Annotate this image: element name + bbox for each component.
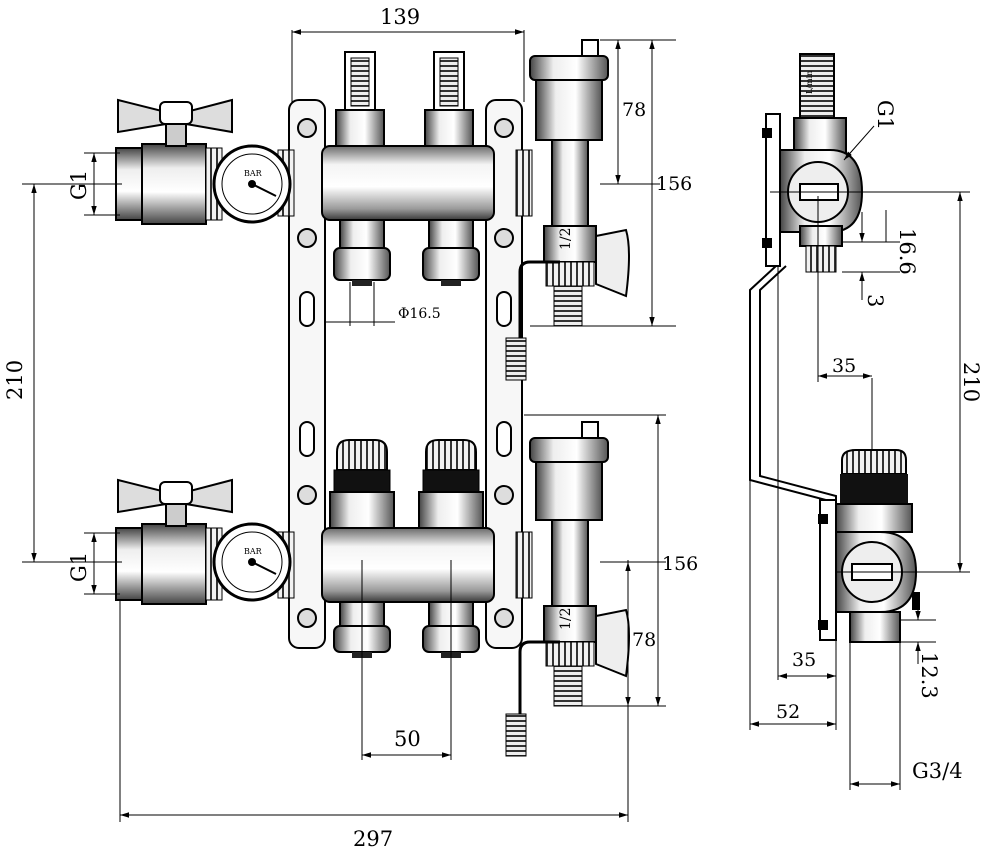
dim-156-top-label: 156 — [656, 173, 692, 195]
side-dimension-pipe-spacing: 210 — [770, 191, 983, 573]
dim-52-label: 52 — [776, 701, 800, 723]
valve-size-label: 1/2 — [558, 227, 574, 250]
inlet-ball-valve-bottom — [115, 478, 233, 605]
valve-size-label: 1/2 — [558, 607, 574, 630]
mounting-bracket-left — [288, 99, 326, 649]
dim-297-label: 297 — [353, 827, 393, 851]
dim-50-label: 50 — [394, 727, 421, 751]
side-return-body — [835, 531, 920, 643]
flowmeter-1 — [335, 51, 385, 147]
thermostatic-valve-cap-2 — [418, 439, 484, 529]
front-view: BAR BAR 1/2 — [3, 5, 698, 851]
flowmeter-2 — [424, 51, 474, 147]
dimension-outlet-pitch: 50 — [361, 560, 452, 760]
drain-valve-top: 1/2 — [505, 225, 630, 381]
drain-valve-bottom: 1/2 — [505, 605, 630, 757]
pressure-gauge-top: BAR — [212, 144, 292, 224]
dimension-side-height-top: 156 — [530, 40, 692, 327]
side-dimension-thread-top: G1 — [843, 100, 897, 161]
inlet-ball-valve-top — [115, 98, 233, 225]
supply-outlet-1 — [333, 219, 391, 286]
dim-156-bottom-label: 156 — [662, 553, 698, 575]
dim-78-top-label: 78 — [622, 99, 646, 121]
side-dimension-offset-upper: 35 — [817, 196, 873, 450]
dimension-side-height-bottom: 156 — [524, 414, 698, 707]
dimension-outlet-diameter: Φ16.5 — [325, 282, 441, 326]
side-supply-body — [779, 149, 864, 273]
dim-g1-top-label: G1 — [67, 170, 91, 200]
dim-side-g1-label: G1 — [873, 100, 897, 130]
dimension-top-width: 139 — [291, 5, 525, 102]
dim-side-210-label: 210 — [959, 362, 983, 402]
dimension-vent-height-bottom: 78 — [625, 562, 656, 706]
side-valve-cap — [835, 449, 913, 533]
air-vent-top — [529, 39, 609, 227]
dimension-inlet-thread-bottom: G1 — [67, 532, 120, 595]
dim-phi16-label: Φ16.5 — [398, 306, 441, 322]
pressure-gauge-bottom: BAR — [212, 522, 292, 602]
dim-35-lower-label: 35 — [792, 649, 816, 671]
dim-12-3-label: 12.3 — [917, 652, 941, 699]
supply-outlet-2 — [422, 219, 480, 286]
dim-3-label: 3 — [863, 294, 887, 307]
dimension-pipe-spacing: 210 — [3, 183, 122, 563]
dimension-inlet-thread-top: G1 — [67, 152, 120, 216]
side-dimension-thread-offset: 12.3 — [900, 600, 941, 699]
side-dimension-outlet-length: 16.6 — [842, 212, 919, 300]
side-view: L/min G1 — [749, 53, 983, 790]
side-dimension-depth: 52 — [749, 480, 837, 730]
side-dimension-offset-lower: 35 — [777, 266, 836, 680]
gauge-unit-label: BAR — [244, 547, 263, 556]
thermostatic-valve-cap-1 — [329, 439, 395, 529]
side-dimension-outlet-thread: G3/4 — [849, 642, 963, 790]
dim-78-bottom-label: 78 — [632, 629, 656, 651]
side-flowmeter: L/min — [793, 53, 847, 159]
dimension-vent-height-top: 78 — [600, 39, 676, 185]
dim-210-label: 210 — [3, 360, 27, 400]
dim-g1-bottom-label: G1 — [67, 552, 91, 582]
flowmeter-unit-label: L/min — [805, 71, 814, 94]
dim-139-label: 139 — [380, 5, 420, 29]
side-dimension-outlet-offset: 3 — [863, 210, 887, 307]
dim-35-upper-label: 35 — [832, 355, 856, 377]
dim-16-6-label: 16.6 — [895, 228, 919, 275]
dim-g3-4-label: G3/4 — [912, 759, 963, 783]
air-vent-bottom — [529, 421, 609, 607]
gauge-unit-label: BAR — [244, 169, 263, 178]
